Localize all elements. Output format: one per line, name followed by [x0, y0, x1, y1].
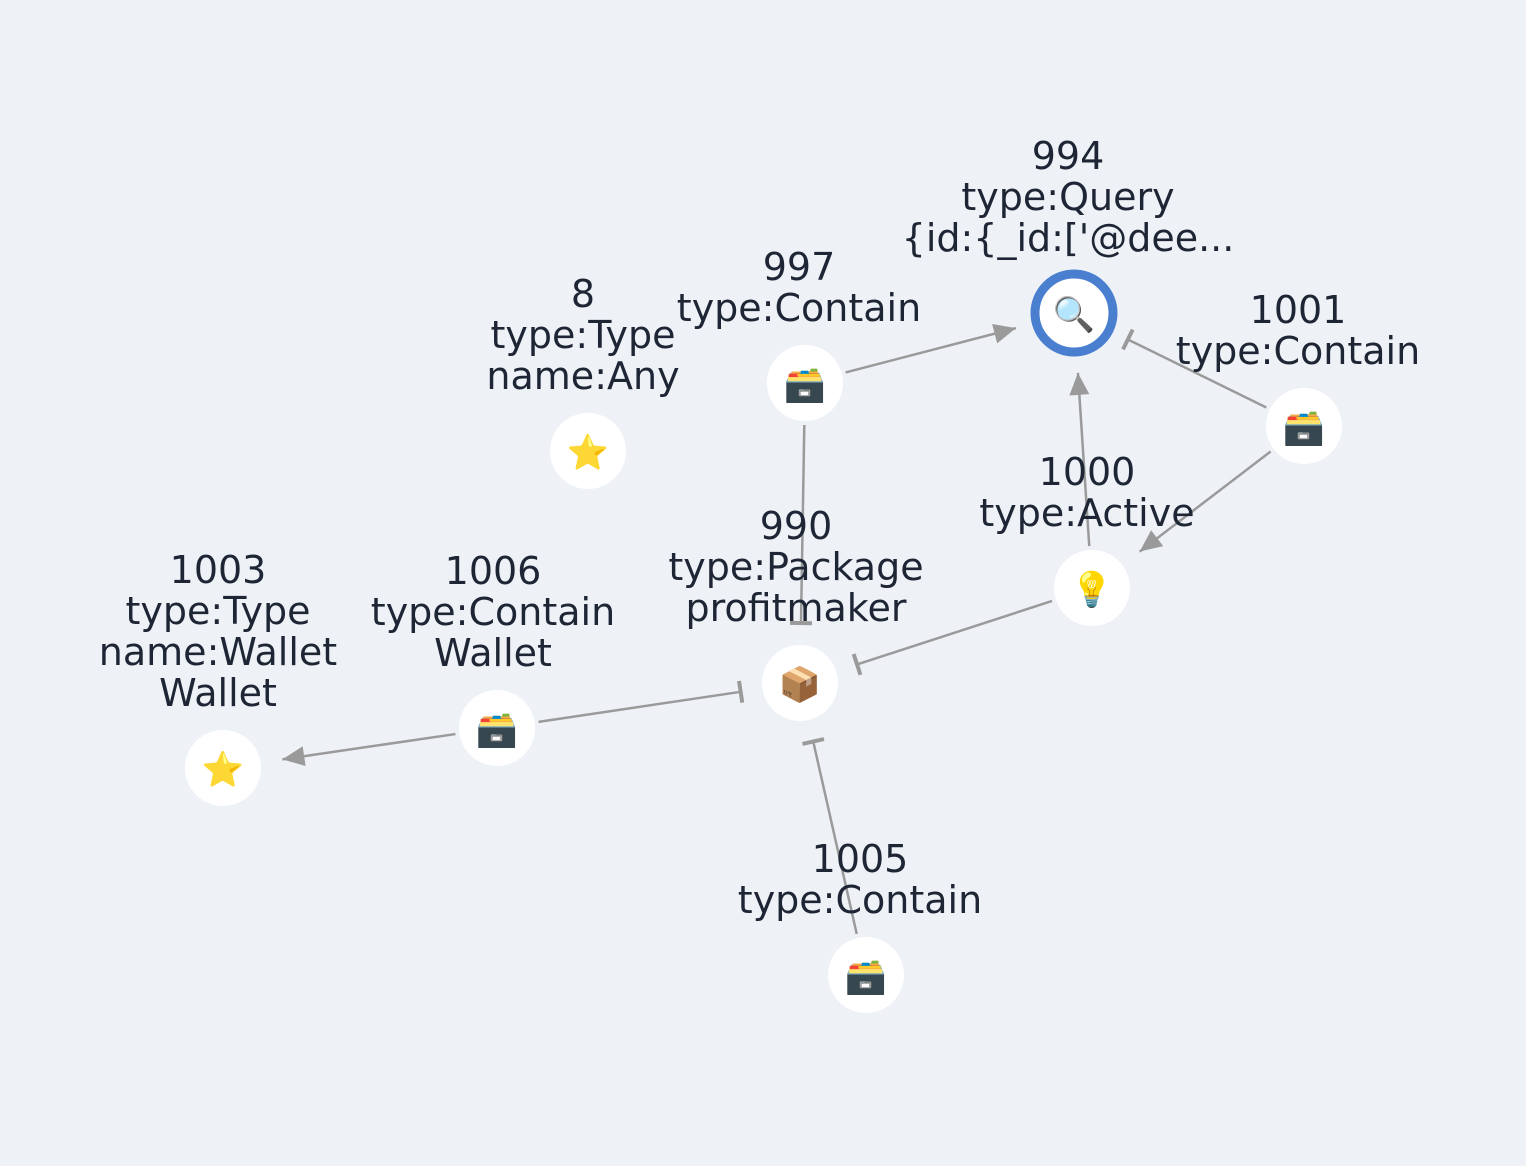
node-detail-label: name:Wallet: [99, 630, 337, 674]
node-detail-label: type:Query: [961, 175, 1174, 219]
edge-line: [282, 732, 456, 761]
node-id-label: 997: [763, 245, 836, 289]
node-detail-label: name:Any: [486, 354, 679, 398]
edge-line: [812, 741, 858, 935]
node-detail-label: Wallet: [159, 671, 277, 715]
edge-end-bar: [851, 653, 863, 676]
node-id-label: 990: [760, 504, 833, 548]
node-id-label: 1005: [812, 837, 909, 881]
edge-end-bar: [802, 737, 825, 746]
edge-line: [856, 599, 1053, 666]
node-detail-label: profitmaker: [686, 586, 907, 630]
edge-line: [1127, 338, 1267, 409]
node-circle[interactable]: [762, 645, 838, 721]
node-id-label: 1001: [1250, 288, 1347, 332]
arrowhead-icon: [1139, 530, 1164, 552]
edge-1006-990[interactable]: [538, 680, 745, 724]
edge-1001-1000[interactable]: [1138, 450, 1272, 553]
arrowhead-icon: [992, 323, 1016, 344]
edge-1005-990[interactable]: [802, 737, 858, 935]
node-detail-label: type:Active: [979, 491, 1194, 535]
node-detail-label: type:Type: [491, 313, 676, 357]
node-id-label: 8: [571, 272, 595, 316]
node-detail-label: type:Contain: [1176, 329, 1420, 373]
node-detail-label: {id:{_id:['@dee...: [902, 216, 1235, 260]
node-id-label: 1000: [1039, 450, 1136, 494]
node-detail-label: type:Package: [668, 545, 923, 589]
edge-end-bar: [1121, 328, 1135, 351]
arrowhead-icon: [1069, 372, 1090, 396]
edge-1000-990[interactable]: [851, 599, 1053, 676]
node-circle[interactable]: [459, 690, 535, 766]
edge-end-bar: [737, 680, 745, 703]
node-id-label: 994: [1032, 134, 1105, 178]
node-circle[interactable]: [1030, 269, 1118, 357]
edge-997-990[interactable]: [789, 424, 813, 626]
edge-line: [845, 326, 1017, 374]
edge-997-994[interactable]: [845, 323, 1017, 374]
edges-layer: [282, 323, 1272, 935]
node-detail-label: type:Contain: [371, 590, 615, 634]
node-detail-label: type:Contain: [738, 878, 982, 922]
nodes-layer: 8type:Typename:Any⭐997type:Contain🗃️994t…: [99, 134, 1420, 1013]
node-circle[interactable]: [767, 345, 843, 421]
node-circle[interactable]: [828, 937, 904, 1013]
node-circle[interactable]: [1266, 388, 1342, 464]
edge-line: [1138, 450, 1272, 553]
node-circle[interactable]: [1054, 550, 1130, 626]
edge-line: [1076, 372, 1091, 547]
node-id-label: 1003: [170, 548, 267, 592]
arrowhead-icon: [282, 746, 306, 767]
node-id-label: 1006: [445, 549, 542, 593]
node-detail-label: Wallet: [434, 631, 552, 675]
edge-1001-994[interactable]: [1121, 328, 1267, 409]
edge-line: [799, 424, 806, 624]
edge-1000-994[interactable]: [1069, 372, 1091, 547]
edge-1006-1003[interactable]: [282, 732, 456, 767]
node-circle[interactable]: [185, 730, 261, 806]
node-detail-label: type:Type: [126, 589, 311, 633]
edge-line: [538, 690, 741, 724]
node-detail-label: type:Contain: [677, 286, 921, 330]
node-circle[interactable]: [550, 413, 626, 489]
